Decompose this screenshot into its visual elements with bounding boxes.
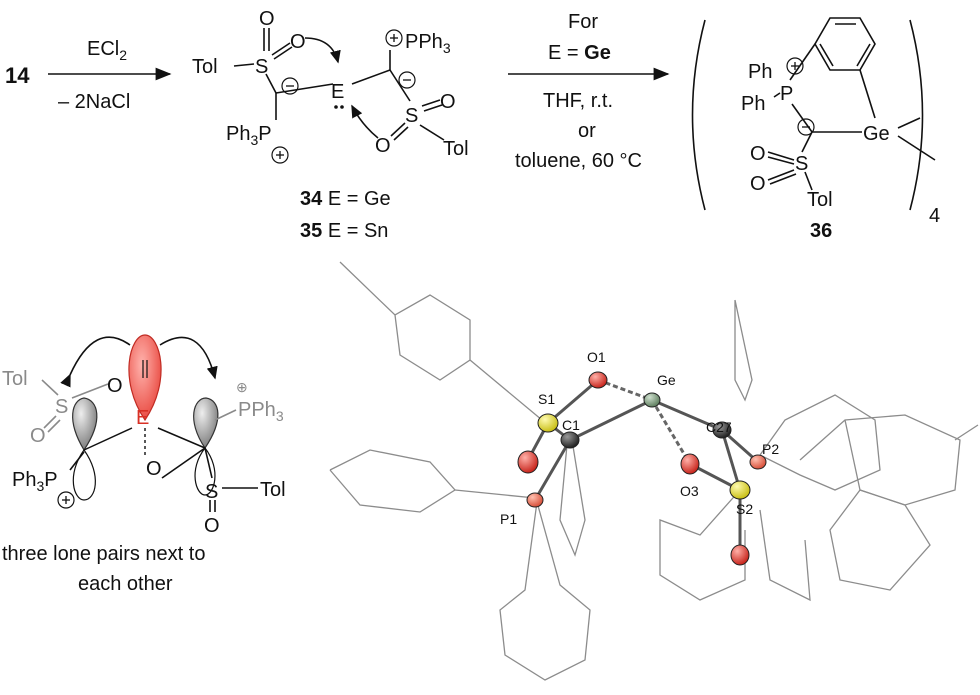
orbital-oxygen-dbl: O bbox=[30, 425, 46, 447]
label-p2: P2 bbox=[762, 441, 779, 457]
product-ph-label-2: Ph bbox=[741, 93, 765, 115]
intermediate-structure: Tol S O O Ph3P E PPh3 S O O Tol 34 E = G… bbox=[192, 8, 469, 242]
atom-o3 bbox=[680, 453, 700, 475]
conditions-line1: For bbox=[568, 11, 598, 33]
repeat-subscript: 4 bbox=[929, 205, 940, 227]
orbital-oxygen-upper: O bbox=[107, 375, 123, 397]
orbital-tol-right: Tol bbox=[260, 479, 286, 501]
label-ge: Ge bbox=[657, 372, 676, 388]
orbital-pph3-right: PPh3 bbox=[238, 399, 284, 424]
oxygen-label-bottom: O bbox=[375, 135, 391, 157]
curved-arrow-right bbox=[159, 336, 218, 380]
minus-charge-right bbox=[398, 71, 416, 89]
start-compound: 14 bbox=[5, 63, 30, 88]
element-e-label: E bbox=[331, 81, 344, 103]
product-phenylene-ring bbox=[814, 17, 876, 71]
conditions-line3: THF, r.t. bbox=[543, 90, 613, 112]
label-o3: O3 bbox=[680, 483, 699, 499]
atom-c27 bbox=[712, 421, 732, 439]
plus-charge-left bbox=[271, 146, 289, 164]
orbital-oxygen-bottom: O bbox=[204, 515, 220, 537]
label-o1: O1 bbox=[587, 349, 606, 365]
product-sulfur-label: S bbox=[795, 153, 808, 175]
orbital-oxygen-lower: O bbox=[146, 458, 162, 480]
conditions-line4: or bbox=[578, 120, 596, 142]
tol-label-left: Tol bbox=[192, 56, 218, 78]
left-parenthesis bbox=[691, 19, 706, 211]
donation-arrow-bottom bbox=[351, 104, 379, 139]
wireframe-substituents bbox=[329, 261, 979, 681]
label-c1: C1 bbox=[562, 417, 580, 433]
oxygen-label-top-left: O bbox=[259, 8, 275, 30]
product-ph-label-1: Ph bbox=[748, 61, 772, 83]
sulfur-label-left: S bbox=[255, 56, 268, 78]
compound-35-label: 35 E = Sn bbox=[300, 220, 388, 242]
oxygen-label-right: O bbox=[440, 91, 456, 113]
product-tol-label: Tol bbox=[807, 189, 833, 211]
lobe-right-bottom bbox=[194, 447, 216, 496]
atom-o-s1 bbox=[517, 450, 539, 474]
grey-plus-sign: ⊕ bbox=[236, 379, 248, 395]
tol-label-right: Tol bbox=[443, 138, 469, 160]
orbital-sulfur-left: S bbox=[55, 396, 68, 418]
orbital-pph3-left: Ph3P bbox=[12, 469, 58, 494]
atom-o-s2 bbox=[730, 544, 750, 566]
label-s2: S2 bbox=[736, 501, 753, 517]
atom-p2 bbox=[749, 454, 767, 470]
step2-arrow-group: For E = Ge THF, r.t. or toluene, 60 °C bbox=[508, 11, 670, 172]
orbital-tol-left: Tol bbox=[2, 368, 28, 390]
grey-lobe-right-top bbox=[193, 397, 219, 450]
donation-arrow-top bbox=[304, 37, 341, 64]
compound-36-label: 36 bbox=[810, 220, 832, 242]
product-p-label: P bbox=[780, 83, 793, 105]
product-oxygen-bottom-label: O bbox=[750, 173, 766, 195]
product-oxygen-top-label: O bbox=[750, 143, 766, 165]
atom-p1 bbox=[526, 492, 544, 508]
oxygen-label-mid-left: O bbox=[290, 31, 306, 53]
caption-line1: three lone pairs next to bbox=[2, 543, 205, 565]
atom-ge bbox=[643, 392, 661, 408]
label-s1: S1 bbox=[538, 391, 555, 407]
minus-charge-left bbox=[281, 77, 299, 95]
atom-s1 bbox=[537, 413, 559, 433]
orbital-element-e: E bbox=[136, 407, 149, 429]
product-ge-label: Ge bbox=[863, 123, 890, 145]
red-lone-pair-lobe bbox=[128, 334, 162, 422]
pph3-label-left: Ph3P bbox=[226, 123, 272, 148]
grey-lobe-left-top bbox=[72, 397, 98, 452]
lobe-left-bottom bbox=[72, 448, 96, 501]
caption-line2: each other bbox=[78, 573, 173, 595]
reagent-ecl2: ECl2 bbox=[87, 38, 127, 63]
orbital-diagram: Tol S O O E Ph3P ⊕ PPh3 O S Tol O three … bbox=[2, 334, 286, 595]
byproduct-nacl: – 2NaCl bbox=[58, 91, 130, 113]
orbital-sulfur-right: S bbox=[205, 481, 218, 503]
atom-c1 bbox=[560, 431, 580, 449]
compound-14-label: 14 bbox=[5, 63, 30, 88]
atom-s2 bbox=[729, 480, 751, 500]
crystal-structure: O1 Ge S1 C1 C27 P2 O3 S2 P1 bbox=[329, 261, 979, 681]
conditions-line2: E = Ge bbox=[548, 42, 611, 64]
right-parenthesis bbox=[909, 19, 924, 211]
pph3-label-right: PPh3 bbox=[405, 31, 451, 56]
compound-34-label: 34 E = Ge bbox=[300, 188, 391, 210]
curved-arrow-left bbox=[60, 336, 131, 388]
product-structure: 4 Ph Ph P Ge S O O Tol 36 bbox=[691, 17, 940, 242]
plus-charge-right bbox=[385, 29, 403, 47]
label-c27: C27 bbox=[706, 419, 732, 435]
atom-o1 bbox=[588, 371, 608, 389]
step1-arrow-group: ECl2 – 2NaCl bbox=[48, 38, 172, 113]
sulfur-label-right: S bbox=[405, 105, 418, 127]
label-p1: P1 bbox=[500, 511, 517, 527]
conditions-line5: toluene, 60 °C bbox=[515, 150, 642, 172]
